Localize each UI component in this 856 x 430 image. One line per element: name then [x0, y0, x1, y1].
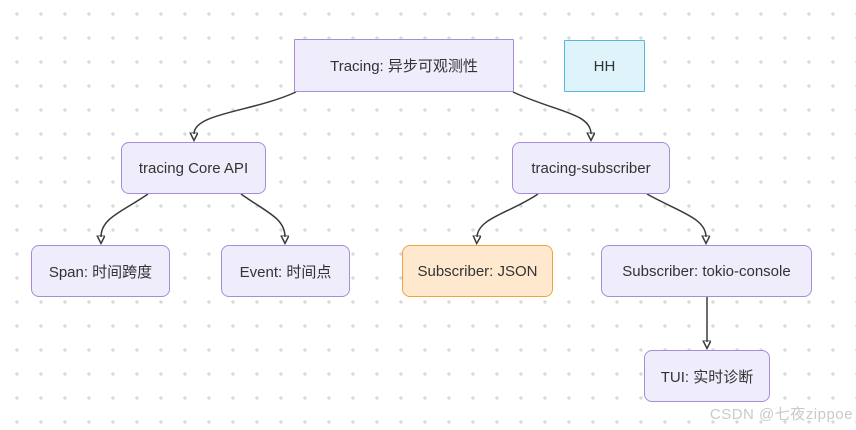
node-tui: TUI: 实时诊断: [644, 350, 770, 402]
node-hh-label: HH: [593, 57, 616, 75]
edge-coreapi-event: [240, 193, 285, 237]
node-tracing-root-label: Tracing: 异步可观测性: [330, 58, 478, 75]
csdn-watermark: CSDN @七夜zippoe: [709, 406, 853, 423]
node-subscriber-json: Subscriber: JSON: [402, 245, 553, 297]
edge-subscriber-json: [477, 193, 539, 237]
node-tracing-core-api-label: tracing Core API: [138, 159, 249, 177]
node-hh: HH: [564, 40, 645, 92]
node-event: Event: 时间点: [221, 245, 350, 297]
node-span: Span: 时间跨度: [31, 245, 170, 297]
node-tracing-core-api: tracing Core API: [121, 142, 266, 194]
edge-coreapi-span: [101, 193, 149, 237]
edge-root-subscriber: [512, 91, 591, 134]
node-subscriber-tokio-console-label: Subscriber: tokio-console: [622, 262, 791, 280]
edge-subscriber-tokio: [646, 193, 706, 237]
node-tracing-subscriber: tracing-subscriber: [512, 142, 670, 194]
node-tracing-subscriber-label: tracing-subscriber: [531, 159, 651, 177]
node-event-label: Event: 时间点: [239, 263, 332, 281]
edge-root-coreapi: [194, 91, 297, 134]
node-span-label: Span: 时间跨度: [48, 263, 153, 281]
node-subscriber-json-label: Subscriber: JSON: [417, 262, 538, 280]
node-subscriber-tokio-console: Subscriber: tokio-console: [601, 245, 812, 297]
node-tui-label: TUI: 实时诊断: [660, 368, 754, 386]
node-tracing-root: Tracing: 异步可观测性: [294, 39, 514, 92]
